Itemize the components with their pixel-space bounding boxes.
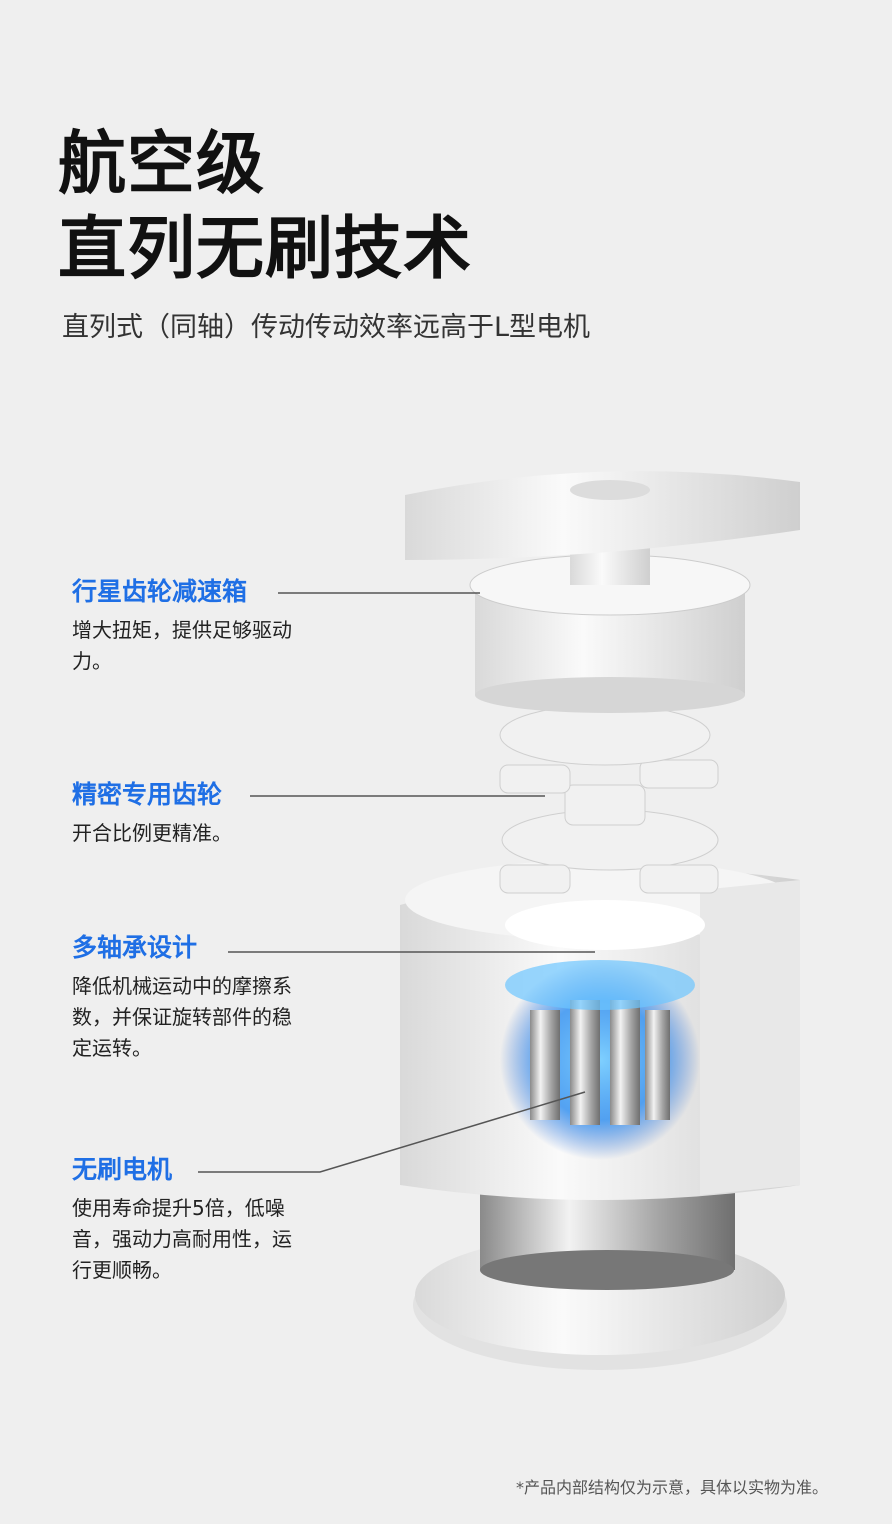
callout-multi-bearing: 多轴承设计 降低机械运动中的摩擦系数，并保证旋转部件的稳定运转。 — [72, 931, 302, 1064]
callout-title: 行星齿轮减速箱 — [72, 577, 248, 606]
page-title-line1: 航空级 — [58, 125, 266, 204]
callout-desc: 增大扭矩，提供足够驱动力。 — [72, 618, 292, 673]
callout-desc: 开合比例更精准。 — [72, 821, 232, 845]
callout-title: 多轴承设计 — [72, 933, 198, 962]
top-cap — [405, 471, 800, 560]
callout-title: 精密专用齿轮 — [72, 780, 223, 809]
stator-coils — [530, 1000, 670, 1125]
callout-desc: 使用寿命提升5倍，低噪音，强动力高耐用性，运行更顺畅。 — [72, 1196, 292, 1282]
callout-desc: 降低机械运动中的摩擦系数，并保证旋转部件的稳定运转。 — [72, 974, 292, 1060]
disclaimer-footnote: *产品内部结构仅为示意，具体以实物为准。 — [515, 1478, 828, 1497]
callout-planetary-gearbox: 行星齿轮减速箱 增大扭矩，提供足够驱动力。 — [72, 575, 302, 677]
housing-shell — [400, 860, 800, 1200]
callout-precision-gears: 精密专用齿轮 开合比例更精准。 — [72, 778, 302, 849]
callout-title: 无刷电机 — [72, 1155, 173, 1184]
planetary-gearbox — [469, 540, 751, 713]
callout-brushless-motor: 无刷电机 使用寿命提升5倍，低噪音，强动力高耐用性，运行更顺畅。 — [72, 1153, 302, 1286]
leader-lines — [198, 592, 595, 1173]
page-title-line2: 直列无刷技术 — [58, 210, 473, 289]
precision-gears — [499, 704, 719, 894]
page-subtitle: 直列式（同轴）传动传动效率远高于L型电机 — [62, 312, 591, 343]
